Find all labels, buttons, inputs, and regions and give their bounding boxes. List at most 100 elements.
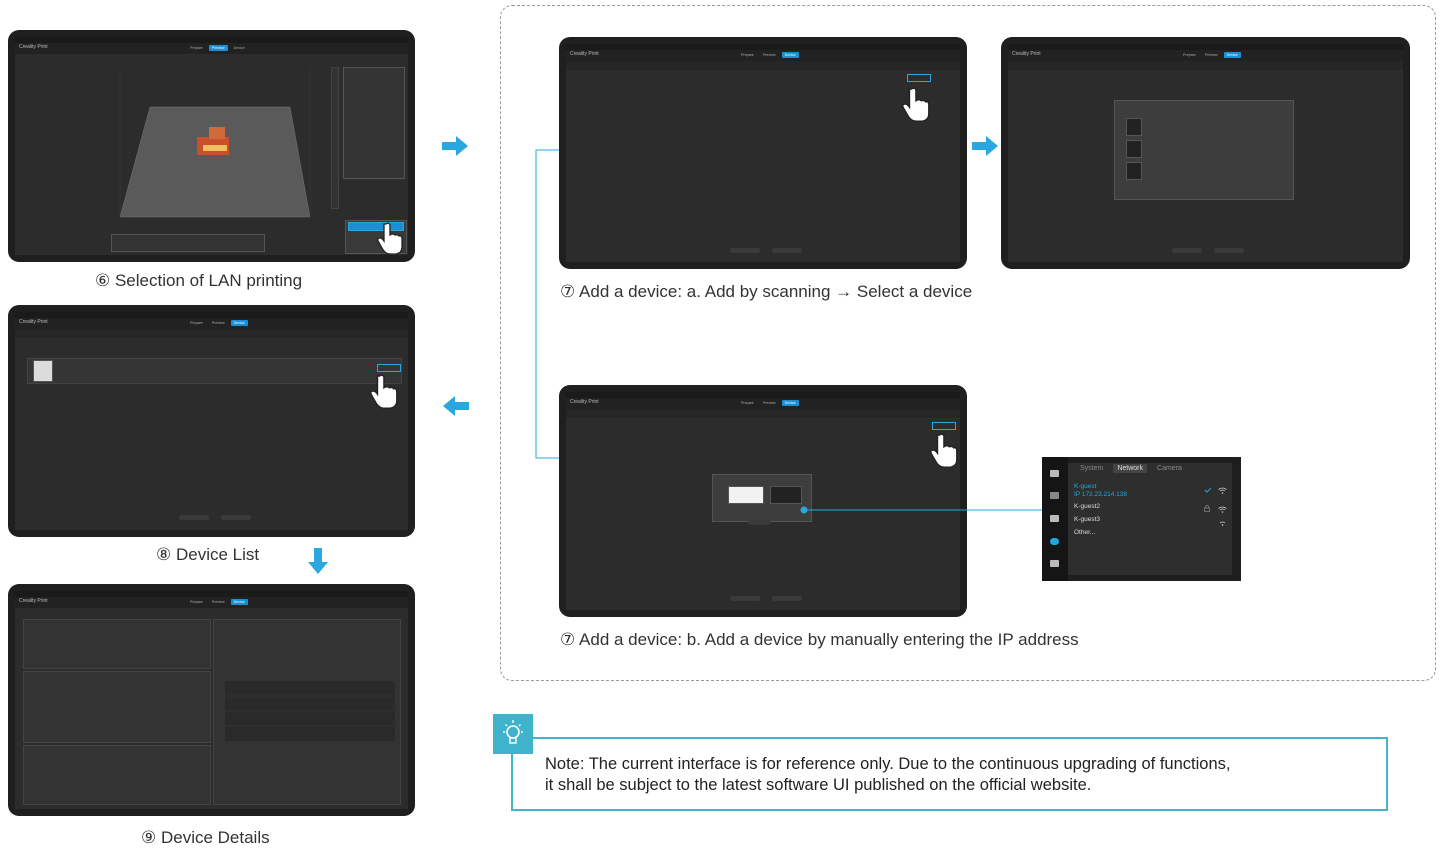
device-row[interactable] [27,358,402,384]
filter-toolbar [1008,61,1403,70]
home-icon[interactable] [1050,470,1059,477]
ip-connector [800,506,1048,514]
tab-preview[interactable]: Preview [762,53,776,57]
screen-manual-ip: Creality Print Prepare Preview Device [566,392,960,610]
pointing-hand-icon [370,374,398,409]
tab-prepare[interactable]: Prepare [741,401,754,405]
refresh-button[interactable] [730,248,760,253]
refresh-button[interactable] [730,596,760,601]
build-plate [119,67,311,218]
settings-tabs: System Network Camera [1080,464,1182,473]
app-title: Creality Print [19,319,48,325]
screen-device-list: Creality Print Prepare Preview Device [15,312,408,530]
scan-add-button[interactable] [907,74,931,82]
start-printing-button[interactable] [772,248,802,253]
step7-group [500,5,1436,681]
filter-toolbar [566,409,960,418]
screen-add-scan: Creality Print Prepare Preview Device [566,44,960,262]
device-thumb-1[interactable] [1126,118,1142,136]
tablet-step7a-scan: Creality Print Prepare Preview Device [559,37,967,269]
tablet-step6: Creality Print Prepare Preview Device [8,30,415,262]
preview-panel [343,67,405,179]
printer-option-2[interactable] [770,486,802,504]
titlebar: Creality Print Prepare Preview Device [15,43,408,54]
screen-select-device: Creality Print Prepare Preview Device [1008,44,1403,262]
printer-thumbnail [33,360,53,382]
network-name-2[interactable]: K-guest2 [1074,503,1101,510]
tab-camera[interactable]: Camera [1157,465,1182,472]
temperature-graph [225,681,395,741]
app-title: Creality Print [570,399,599,405]
sliders-icon[interactable] [1050,492,1059,499]
arrow-right-icon [442,136,468,156]
tab-prepare[interactable]: Prepare [190,600,203,604]
network-ip-address: IP 172.23.214.138 [1074,491,1128,498]
note-line-1: Note: The current interface is for refer… [545,755,1231,773]
note-box: Note: The current interface is for refer… [511,737,1388,811]
lock-icon [1204,505,1210,512]
tablet-step7a-select: Creality Print Prepare Preview Device [1001,37,1410,269]
tab-preview[interactable]: Preview [762,401,776,405]
device-thumb-2[interactable] [1126,140,1142,158]
printer-network-panel: System Network Camera K-guest IP 172.23.… [1042,457,1241,581]
printer-icon[interactable] [1050,560,1059,567]
printer-sidebar [1042,457,1068,581]
tab-prepare[interactable]: Prepare [741,53,754,57]
tab-device[interactable]: Device [781,400,799,406]
device-details-button[interactable] [377,364,401,372]
control-panel [23,671,211,743]
tablet-step8: Creality Print Prepare Preview Device [8,305,415,537]
app-title: Creality Print [19,44,48,50]
model-boat [197,127,229,155]
check-icon [1204,487,1212,493]
tab-preview[interactable]: Preview [1204,53,1218,57]
caption-step6: ⑥ Selection of LAN printing [95,271,303,290]
lightbulb-icon [493,714,533,754]
caption-step7a: ⑦ Add a device: a. Add by scanning → Sel… [560,282,973,301]
pointing-hand-icon [377,222,403,254]
app-title: Creality Print [19,598,48,604]
tab-device[interactable]: Device [233,46,245,50]
ip-confirm-button[interactable] [748,520,770,525]
app-title: Creality Print [570,51,599,57]
printer-option-1[interactable] [728,486,764,504]
tab-prepare[interactable]: Prepare [1183,53,1196,57]
start-printing-button[interactable] [1214,248,1244,253]
tab-prepare[interactable]: Prepare [190,321,203,325]
device-thumb-3[interactable] [1126,162,1142,180]
network-list: System Network Camera K-guest IP 172.23.… [1068,463,1232,575]
tab-device[interactable]: Device [1223,52,1241,58]
tab-device[interactable]: Device [230,320,248,326]
lan-printing-button[interactable] [348,222,404,231]
refresh-button[interactable] [179,515,209,520]
network-name-3[interactable]: K-guest3 [1074,516,1101,523]
tablet-step9: Creality Print Prepare Preview Device [8,584,415,816]
manual-add-button[interactable] [932,422,956,430]
start-printing-button[interactable] [221,515,251,520]
tab-preview[interactable]: Preview [208,45,228,51]
tab-preview[interactable]: Preview [211,321,225,325]
network-other[interactable]: Other... [1074,529,1096,536]
arrow-left-icon [443,396,469,416]
tab-network[interactable]: Network [1113,464,1148,473]
slider-vertical[interactable] [331,67,339,209]
caption-step7b: ⑦ Add a device: b. Add a device by manua… [560,630,1079,649]
note-line-2: it shall be subject to the latest softwa… [545,776,1092,794]
tab-device[interactable]: Device [230,599,248,605]
arrow-down-icon [308,548,328,574]
tab-device[interactable]: Device [781,52,799,58]
tab-prepare[interactable]: Prepare [190,46,203,50]
caption-step8: ⑧ Device List [156,545,260,564]
folder-icon[interactable] [1050,515,1059,522]
filter-toolbar [15,329,408,338]
tab-system[interactable]: System [1080,465,1104,472]
network-name-connected[interactable]: K-guest [1074,483,1097,490]
nav-tabs: Prepare Preview Device [187,45,248,51]
start-printing-button[interactable] [772,596,802,601]
wifi-icon [1219,521,1226,526]
tab-preview[interactable]: Preview [211,600,225,604]
filter-toolbar [566,61,960,70]
gear-icon[interactable] [1050,538,1059,545]
refresh-button[interactable] [1172,248,1202,253]
pointing-hand-icon [930,433,958,468]
